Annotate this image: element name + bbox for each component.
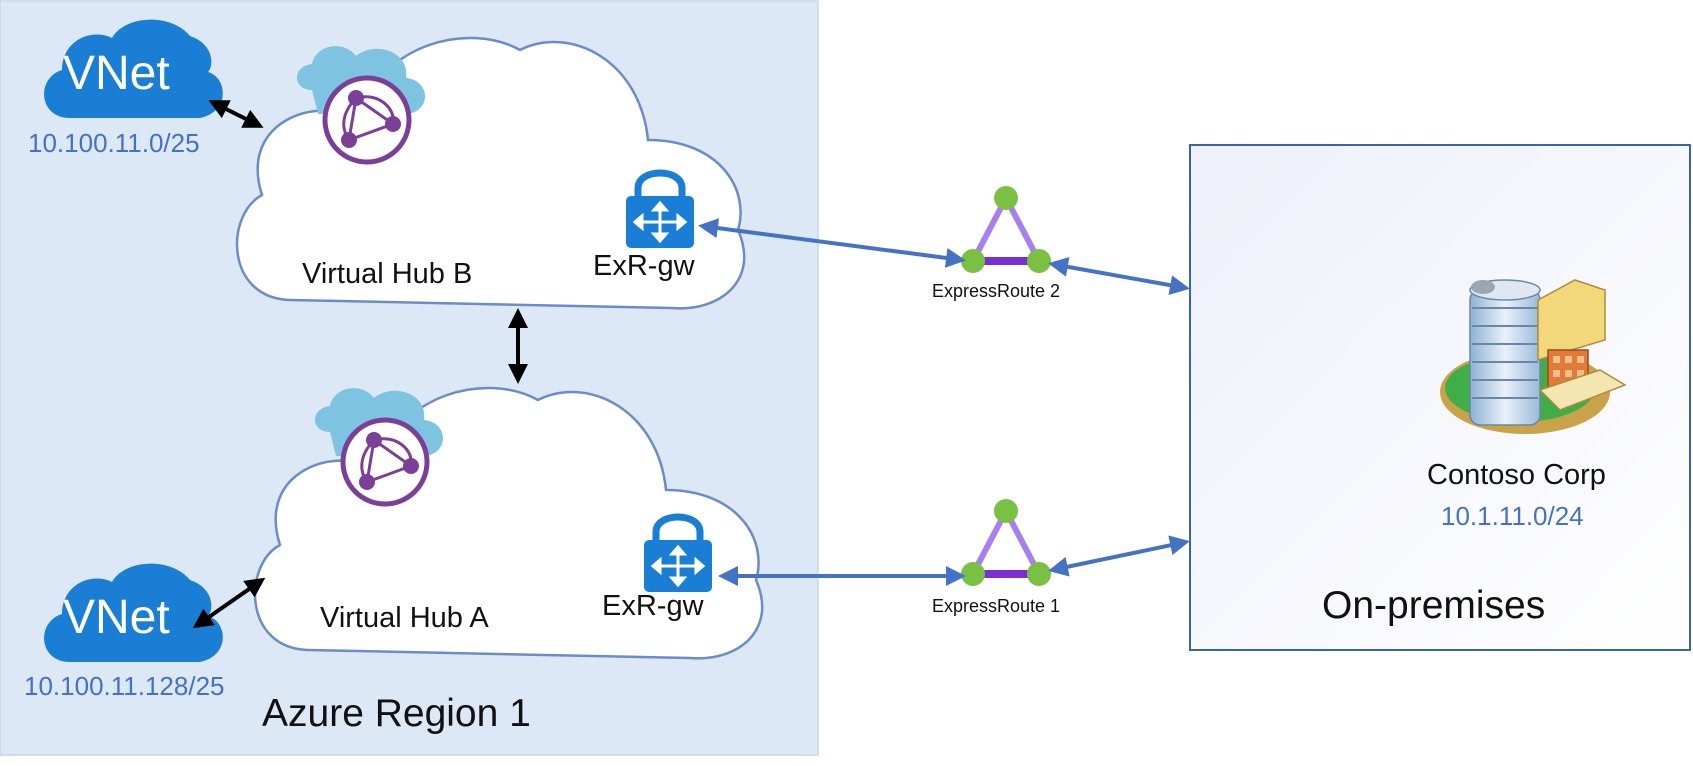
vnet-bottom-label: VNet bbox=[63, 591, 170, 644]
expressroute-2-icon bbox=[961, 186, 1051, 273]
er2-to-onprem-link bbox=[1048, 256, 1190, 296]
hub-a-gateway-label: ExR-gw bbox=[602, 590, 704, 622]
vnet-bottom-cloud bbox=[44, 563, 223, 662]
expressroute-1-icon bbox=[961, 499, 1051, 586]
vnet-top-cloud bbox=[44, 19, 223, 119]
hub-b-gateway-label: ExR-gw bbox=[593, 250, 695, 282]
expressroute-2-label: ExpressRoute 2 bbox=[932, 281, 1061, 301]
hub-a-label: Virtual Hub A bbox=[320, 602, 489, 634]
er1-to-onprem-link bbox=[1048, 535, 1190, 577]
building-icon bbox=[1440, 279, 1627, 434]
vnet-top-label: VNet bbox=[63, 47, 170, 100]
contoso-name: Contoso Corp bbox=[1427, 459, 1606, 491]
vnet-bottom-cidr: 10.100.11.128/25 bbox=[24, 671, 225, 701]
virtual-hub-b-icon bbox=[297, 46, 426, 165]
expressroute-1-label: ExpressRoute 1 bbox=[932, 596, 1061, 616]
onprem-label: On-premises bbox=[1322, 584, 1546, 627]
contoso-cidr: 10.1.11.0/24 bbox=[1441, 501, 1584, 531]
hub-b-label: Virtual Hub B bbox=[302, 258, 473, 290]
exr-gateway-a-icon bbox=[644, 513, 712, 592]
vnet-bottom-link bbox=[192, 577, 266, 629]
region-label: Azure Region 1 bbox=[262, 692, 531, 735]
onprem-box bbox=[1189, 144, 1691, 651]
vnet-top-cidr: 10.100.11.0/25 bbox=[28, 128, 200, 158]
exr-gateway-b-icon bbox=[626, 169, 694, 248]
vnet-top-link bbox=[208, 100, 264, 128]
virtual-hub-a-icon bbox=[315, 388, 444, 507]
hub-b-to-er2-link bbox=[698, 218, 966, 268]
